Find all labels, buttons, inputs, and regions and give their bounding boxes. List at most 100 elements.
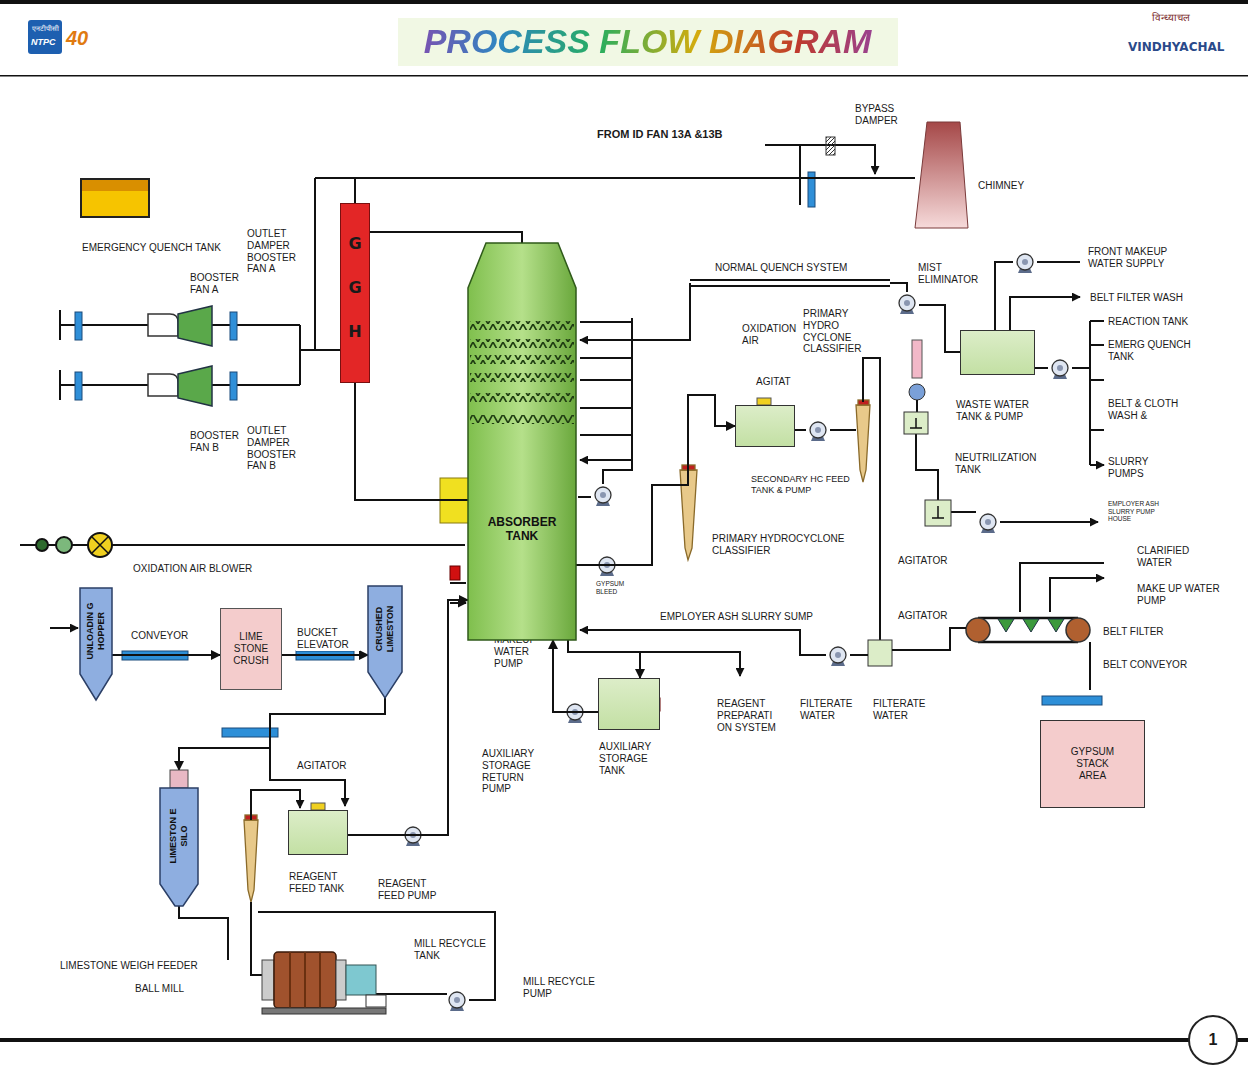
component-label: BALL MILL	[135, 983, 184, 995]
component-label: OUTLET DAMPER BOOSTER FAN A	[247, 228, 299, 275]
limestone-handling-part	[290, 952, 320, 1008]
booster-fans-part	[230, 312, 237, 340]
node-label: GGH	[347, 222, 363, 354]
bypass-duct-part	[799, 145, 801, 205]
waste-water-tank: WASTE WATER TANK & PUMP	[960, 330, 1035, 375]
limestone-handling-part	[262, 960, 274, 1000]
component-label: REAGENT PREPARATI ON SYSTEM	[717, 698, 783, 733]
booster-fans-part	[148, 374, 178, 396]
limestone-handling-part	[311, 803, 325, 810]
component-label: MILL RECYCLE TANK	[414, 938, 494, 962]
gypsum-stack-box: GYPSUM STACK AREA	[1040, 720, 1145, 808]
slurry-pipes	[580, 340, 1104, 711]
booster-fans-part	[148, 314, 178, 336]
limestone-handling	[122, 651, 495, 1014]
component-label: AGITATOR	[898, 555, 947, 567]
bypass-duct-part	[765, 145, 875, 174]
oxidation-air-blower-part	[20, 544, 465, 546]
limestone-handling-part	[336, 960, 346, 1000]
slurry-pipes-part	[795, 358, 880, 640]
pump-symbol-part	[567, 704, 583, 723]
slurry-pipes-part	[868, 640, 892, 666]
gas-gas-heater: GGH	[340, 203, 370, 383]
page-number-circle: 1	[1188, 1015, 1238, 1065]
recirculation-headers-part	[580, 322, 632, 460]
node-label: EMERGENCY QUENCH TANK	[82, 242, 221, 254]
component-label: CLARIFIED WATER	[1137, 545, 1201, 569]
edge-label: BUCKET ELEVATOR	[296, 627, 360, 651]
node-label: UNLOADIN G HOPPER	[85, 601, 106, 661]
chimney-stack: CHIMNEY	[915, 122, 968, 228]
component-label: AGITAT	[756, 376, 791, 388]
node-label: ABSORBER TANK	[482, 515, 562, 543]
component-label: MIST ELIMINATOR	[918, 262, 988, 286]
booster-fans-part	[178, 366, 212, 406]
component-label: BYPASS DAMPER	[855, 103, 907, 127]
component-label: SLURRY PUMPS	[1108, 456, 1163, 480]
node-label: SECONDARY HC FEED TANK & PUMP	[751, 474, 851, 495]
oxidation-air-blower-part	[92, 537, 108, 553]
component-label: BELT FILTER	[1103, 626, 1164, 638]
pipe-connector	[179, 698, 385, 770]
component-label: OUTLET DAMPER BOOSTER FAN B	[247, 425, 299, 472]
oxidation-air-blower-part	[450, 566, 460, 580]
recirculation-headers-part	[890, 283, 960, 352]
oxidation-air-blower-part	[50, 627, 78, 629]
page-frame-part	[0, 0, 1248, 4]
limestone-handling-part	[366, 995, 386, 1007]
slurry-pipes-part	[1089, 642, 1091, 690]
page-frame	[0, 0, 1248, 1042]
component-label: MILL RECYCLE PUMP	[523, 976, 608, 1000]
limestone-handling-part	[262, 1008, 386, 1014]
component-label: EMPLOYER ASH SLURRY SUMP	[660, 611, 813, 623]
slurry-pipes-part	[912, 340, 922, 378]
component-label: BELT CONVEYOR	[1103, 659, 1187, 671]
node-label: CHIMNEY	[978, 180, 1024, 192]
component-label: BELT & CLOTH WASH &	[1108, 398, 1193, 422]
component-label: PRIMARY HYDROCYCLONE CLASSIFIER	[712, 533, 857, 557]
component-label: OXIDATION AIR BLOWER	[133, 563, 252, 575]
component-label: AGITATOR	[898, 610, 947, 622]
node-label: CRUSHED LIMESTON	[374, 599, 395, 659]
pump-symbol-part	[595, 487, 611, 506]
recirculation-headers-part	[995, 262, 1080, 330]
chimney-stack-outline	[915, 122, 968, 228]
component-label: GYPSUM BLEED	[596, 580, 628, 595]
node-label: WASTE WATER TANK & PUMP	[956, 399, 1041, 423]
component-label: AUXILIARY STORAGE RETURN PUMP	[482, 748, 546, 795]
recirculation-headers-part	[1035, 321, 1090, 465]
component-label: MAKE UP WATER PUMP	[1137, 583, 1232, 607]
slurry-pipes-part	[909, 384, 925, 400]
slurry-pipes-part	[978, 618, 1078, 642]
quench-tank: EMERGENCY QUENCH TANK	[80, 178, 150, 218]
pump-symbol-part	[405, 827, 421, 846]
component-label: AGITATOR	[297, 760, 346, 772]
logo-text: NTPC	[31, 37, 56, 48]
component-label: REACTION TANK	[1108, 316, 1188, 328]
pipe-connector	[576, 395, 735, 565]
pump-symbol-part	[830, 647, 846, 666]
hydrocyclones-part	[856, 405, 870, 482]
component-label: FILTERATE WATER	[873, 698, 937, 722]
limestone-silo: LIMESTON E SILO	[160, 770, 198, 906]
page-frame-part	[0, 1038, 1248, 1042]
pump-symbol-part	[810, 422, 826, 441]
page-title: PROCESS FLOW DIAGRAM	[400, 20, 895, 62]
hydrocyclones-part	[244, 820, 258, 902]
pump-symbol-part	[1052, 360, 1068, 379]
pump-symbol-part	[1017, 254, 1033, 273]
node-label: REAGENT FEED TANK	[289, 871, 359, 895]
component-label: OXIDATION AIR	[742, 323, 802, 347]
absorber-tower-outline	[468, 243, 576, 640]
page-frame-part	[398, 18, 898, 66]
booster-fans	[60, 178, 355, 406]
slurry-pipes-part	[640, 652, 740, 676]
component-label: EMERG QUENCH TANK	[1108, 339, 1193, 363]
pipe-connector	[355, 383, 468, 500]
oxidation-air-blower-part	[56, 537, 72, 553]
bypass-duct	[765, 137, 875, 207]
page-frame-part	[0, 75, 1248, 77]
oxidation-air-blower-part	[88, 533, 112, 557]
slurry-pipes-part	[850, 628, 966, 655]
